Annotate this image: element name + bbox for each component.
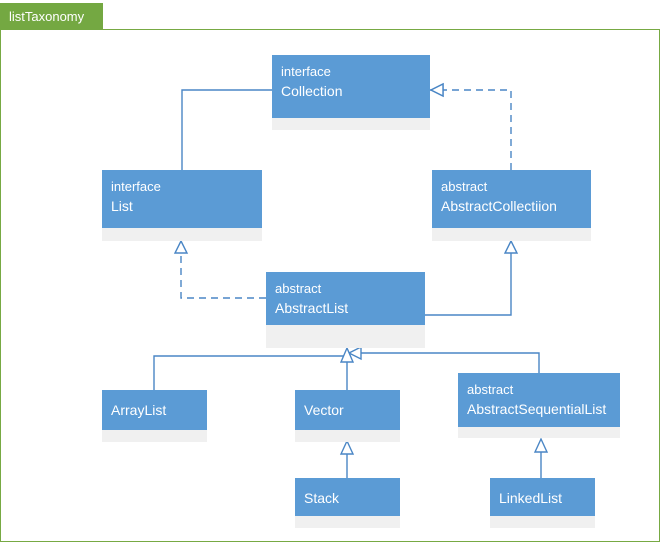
class-node-footer [295, 430, 400, 442]
class-node-linkedlist[interactable]: LinkedList [490, 478, 595, 528]
class-node-footer [490, 516, 595, 528]
class-stereotype: abstract [275, 281, 322, 296]
class-node-footer [458, 427, 620, 438]
class-name: AbstractSequentialList [467, 401, 607, 417]
diagram-tab-listtaxonomy[interactable]: listTaxonomy [0, 3, 103, 30]
class-node-header: ArrayList [102, 390, 207, 430]
class-node-footer [432, 228, 591, 241]
class-node-list[interactable]: interface List [102, 170, 262, 241]
class-node-footer [102, 228, 262, 241]
class-node-abstractcollection[interactable]: abstract AbstractCollectiion [432, 170, 591, 241]
class-stereotype: interface [281, 64, 331, 79]
class-name: ArrayList [111, 402, 167, 418]
class-name: AbstractCollectiion [441, 198, 557, 214]
class-stereotype: abstract [467, 382, 514, 397]
class-node-header: LinkedList [490, 478, 595, 516]
class-name: LinkedList [499, 490, 563, 506]
class-node-header: Stack [295, 478, 400, 516]
class-node-header: interface Collection [272, 55, 430, 118]
class-node-footer [266, 325, 425, 348]
class-node-header: abstract AbstractList [266, 272, 425, 325]
class-node-header: Vector [295, 390, 400, 430]
class-node-abstractsequentiallist[interactable]: abstract AbstractSequentialList [458, 373, 620, 438]
class-node-collection[interactable]: interface Collection [272, 55, 430, 130]
class-name: Collection [281, 83, 343, 99]
class-stereotype: interface [111, 179, 161, 194]
class-node-footer [102, 430, 207, 442]
class-node-vector[interactable]: Vector [295, 390, 400, 442]
class-name: AbstractList [275, 300, 349, 316]
class-node-header: interface List [102, 170, 262, 228]
class-node-footer [295, 516, 400, 528]
diagram-tab-label: listTaxonomy [9, 9, 85, 24]
class-node-stack[interactable]: Stack [295, 478, 400, 528]
class-node-footer [272, 118, 430, 130]
class-node-header: abstract AbstractCollectiion [432, 170, 591, 228]
class-node-abstractlist[interactable]: abstract AbstractList [266, 272, 425, 348]
class-name: List [111, 198, 133, 214]
class-node-arraylist[interactable]: ArrayList [102, 390, 207, 442]
class-name: Stack [304, 490, 340, 506]
class-stereotype: abstract [441, 179, 488, 194]
class-node-header: abstract AbstractSequentialList [458, 373, 620, 427]
class-name: Vector [304, 402, 344, 418]
